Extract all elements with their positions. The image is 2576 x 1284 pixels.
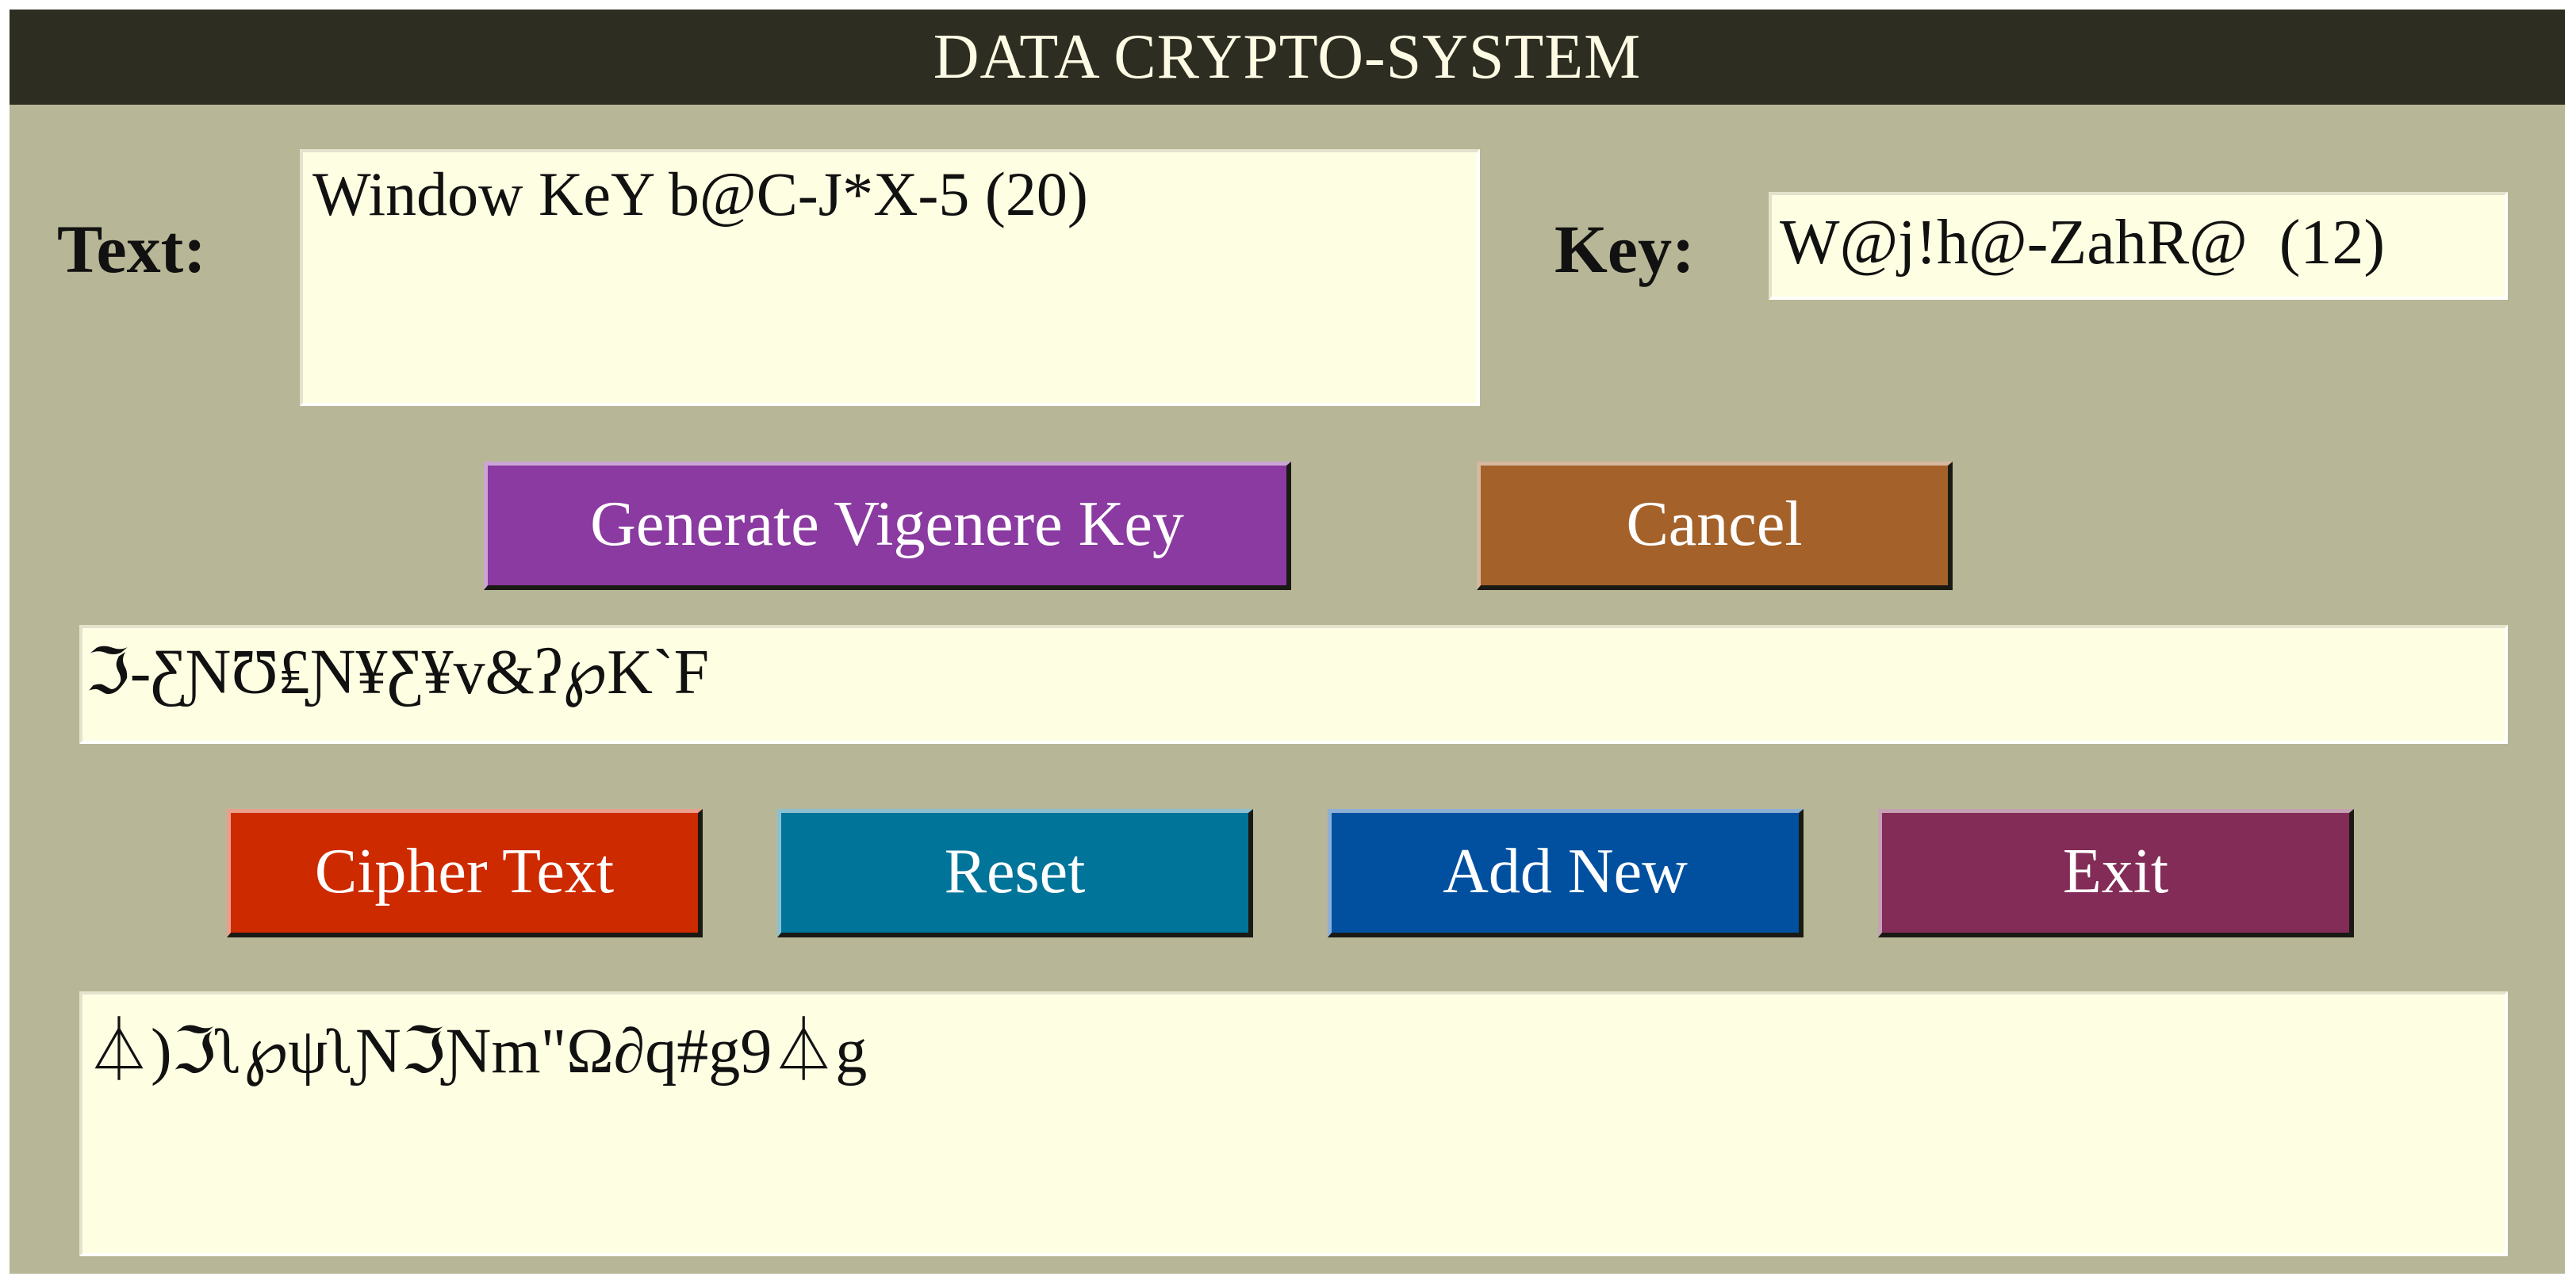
plain-text-input[interactable]: Window KeY b@C-J*X-5 (20)	[300, 149, 1480, 406]
title-bar: DATA CRYPTO-SYSTEM	[10, 10, 2565, 105]
cipher-text-output[interactable]: ⏃)ℑʅ℘ψʅƝℑƝm"Ω∂q#g9⏃g	[79, 991, 2508, 1256]
text-label: Text:	[57, 211, 206, 287]
generate-vigenere-key-button[interactable]: Generate Vigenere Key	[484, 462, 1291, 590]
crypto-window: DATA CRYPTO-SYSTEM Text: Window KeY b@C-…	[10, 10, 2565, 1274]
add-new-button[interactable]: Add New	[1328, 809, 1804, 937]
cipher-text-button[interactable]: Cipher Text	[227, 809, 703, 937]
exit-button[interactable]: Exit	[1878, 809, 2354, 937]
vigenere-key-output[interactable]: ℑ-ƸƝƱ₤Ɲ¥Ƹ¥v&ʔ℘K`F	[79, 625, 2508, 744]
cancel-button[interactable]: Cancel	[1477, 462, 1953, 590]
reset-button[interactable]: Reset	[777, 809, 1253, 937]
key-input[interactable]: W@j!h@-ZahR@ (12)	[1769, 192, 2508, 300]
key-label: Key:	[1554, 211, 1695, 287]
